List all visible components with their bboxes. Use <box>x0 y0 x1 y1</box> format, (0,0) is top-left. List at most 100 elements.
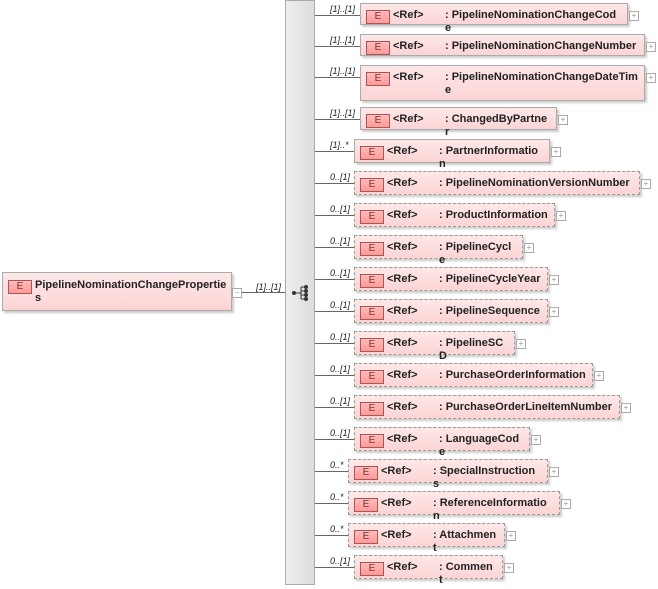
child-element[interactable]: E <Ref> : Attachment <box>348 523 505 554</box>
expand-icon[interactable]: + <box>506 531 516 541</box>
expand-icon[interactable]: + <box>641 179 651 189</box>
ref-label: <Ref> <box>393 9 424 21</box>
child-cardinality: [1]..[1] <box>330 4 356 14</box>
child-element-name: : PartnerInformation <box>439 145 539 170</box>
child-element[interactable]: E <Ref> : PipelineSCD <box>354 331 515 362</box>
expand-icon[interactable]: + <box>549 275 559 285</box>
expand-icon[interactable]: + <box>556 211 566 221</box>
expand-icon[interactable]: + <box>549 307 559 317</box>
element-badge: E <box>360 370 384 384</box>
expand-icon[interactable]: + <box>549 467 559 477</box>
expand-icon[interactable]: + <box>551 147 561 157</box>
root-cardinality: [1]..[1] <box>256 282 282 292</box>
child-element[interactable]: E <Ref> : PipelineCycle <box>354 235 523 266</box>
child-cardinality: 0..[1] <box>330 172 351 182</box>
child-cardinality: [1]..[1] <box>330 35 356 45</box>
root-element[interactable]: E PipelineNominationChangeProperties <box>2 272 232 311</box>
child-element[interactable]: E <Ref> : PipelineNominationChangeDateTi… <box>360 65 645 101</box>
expand-icon[interactable]: + <box>516 339 526 349</box>
child-cardinality: [1]..* <box>330 140 349 150</box>
child-element[interactable]: E <Ref> : PipelineNominationChangeCode <box>360 3 628 34</box>
child-element-name: : LanguageCode <box>439 433 520 458</box>
ref-label: <Ref> <box>381 497 412 509</box>
expand-icon[interactable]: + <box>561 499 571 509</box>
child-element[interactable]: E <Ref> : PipelineNominationChangeNumber <box>360 34 645 56</box>
expand-icon[interactable]: + <box>621 403 631 413</box>
child-element-name: : Attachment <box>433 529 497 554</box>
child-element-name: : PipelineSequence <box>439 305 540 317</box>
child-element[interactable]: E <Ref> : PartnerInformation <box>354 139 550 170</box>
ref-label: <Ref> <box>381 465 412 477</box>
child-element-name: : PipelineSCD <box>439 337 504 362</box>
ref-label: <Ref> <box>387 241 418 253</box>
element-badge: E <box>360 274 384 288</box>
element-badge: E <box>366 114 390 128</box>
element-badge: E <box>360 146 384 160</box>
child-cardinality: 0..[1] <box>330 204 351 214</box>
expand-icon[interactable]: + <box>558 115 568 125</box>
child-element-name: : PipelineNominationChangeDateTime <box>445 71 638 96</box>
ref-label: <Ref> <box>387 369 418 381</box>
child-element-name: : PurchaseOrderInformation <box>439 369 586 381</box>
child-cardinality: 0..* <box>330 460 344 470</box>
child-element[interactable]: E <Ref> : ProductInformation <box>354 203 555 227</box>
expand-icon[interactable]: + <box>504 563 514 573</box>
child-cardinality: 0..[1] <box>330 268 351 278</box>
ref-label: <Ref> <box>381 529 412 541</box>
expand-icon[interactable]: + <box>629 11 639 21</box>
element-badge: E <box>366 41 390 55</box>
child-element[interactable]: E <Ref> : SpecialInstructions <box>348 459 548 490</box>
child-cardinality: 0..[1] <box>330 364 351 374</box>
element-badge: E <box>366 72 390 86</box>
ref-label: <Ref> <box>393 71 424 83</box>
child-cardinality: 0..[1] <box>330 428 351 438</box>
expand-icon[interactable]: + <box>531 435 541 445</box>
child-cardinality: 0..[1] <box>330 396 351 406</box>
expand-icon[interactable]: + <box>646 42 656 52</box>
element-badge: E <box>354 466 378 480</box>
child-element[interactable]: E <Ref> : PipelineSequence <box>354 299 548 323</box>
expand-icon[interactable]: + <box>524 243 534 253</box>
child-element-name: : ReferenceInformation <box>433 497 547 522</box>
child-element[interactable]: E <Ref> : Comment <box>354 555 503 586</box>
child-element-name: : Comment <box>439 561 493 586</box>
child-element-name: : PipelineCycleYear <box>439 273 541 285</box>
child-element-name: : ChangedByPartner <box>445 113 548 138</box>
element-badge: E <box>354 498 378 512</box>
ref-label: <Ref> <box>387 561 418 573</box>
root-element-name: PipelineNominationChangeProperties <box>35 279 227 304</box>
child-element[interactable]: E <Ref> : PipelineCycleYear <box>354 267 548 291</box>
element-badge: E <box>8 280 32 294</box>
child-element[interactable]: E <Ref> : PipelineNominationVersionNumbe… <box>354 171 640 195</box>
element-badge: E <box>360 210 384 224</box>
element-badge: E <box>360 338 384 352</box>
element-badge: E <box>360 402 384 416</box>
child-element-name: : PipelineNominationChangeNumber <box>445 40 637 52</box>
child-element[interactable]: E <Ref> : LanguageCode <box>354 427 530 458</box>
ref-label: <Ref> <box>387 433 418 445</box>
ref-label: <Ref> <box>387 273 418 285</box>
ref-label: <Ref> <box>387 145 418 157</box>
element-badge: E <box>354 530 378 544</box>
child-element-name: : PurchaseOrderLineItemNumber <box>439 401 612 413</box>
element-badge: E <box>360 562 384 576</box>
child-element-name: : ProductInformation <box>439 209 548 221</box>
child-cardinality: 0..[1] <box>330 300 351 310</box>
child-element[interactable]: E <Ref> : ReferenceInformation <box>348 491 560 522</box>
child-cardinality: [1]..[1] <box>330 66 356 76</box>
collapse-icon[interactable]: − <box>232 288 242 298</box>
child-cardinality: 0..* <box>330 524 344 534</box>
element-badge: E <box>360 306 384 320</box>
child-cardinality: [1]..[1] <box>330 108 356 118</box>
element-badge: E <box>360 178 384 192</box>
expand-icon[interactable]: + <box>594 371 604 381</box>
child-cardinality: 0..* <box>330 492 344 502</box>
child-element[interactable]: E <Ref> : PurchaseOrderLineItemNumber <box>354 395 620 419</box>
expand-icon[interactable]: + <box>646 73 656 83</box>
sequence-icon <box>292 285 308 301</box>
child-element-name: : PipelineCycle <box>439 241 512 266</box>
child-element[interactable]: E <Ref> : ChangedByPartner <box>360 107 557 138</box>
child-element[interactable]: E <Ref> : PurchaseOrderInformation <box>354 363 593 387</box>
child-element-name: : SpecialInstructions <box>433 465 536 490</box>
ref-label: <Ref> <box>387 337 418 349</box>
